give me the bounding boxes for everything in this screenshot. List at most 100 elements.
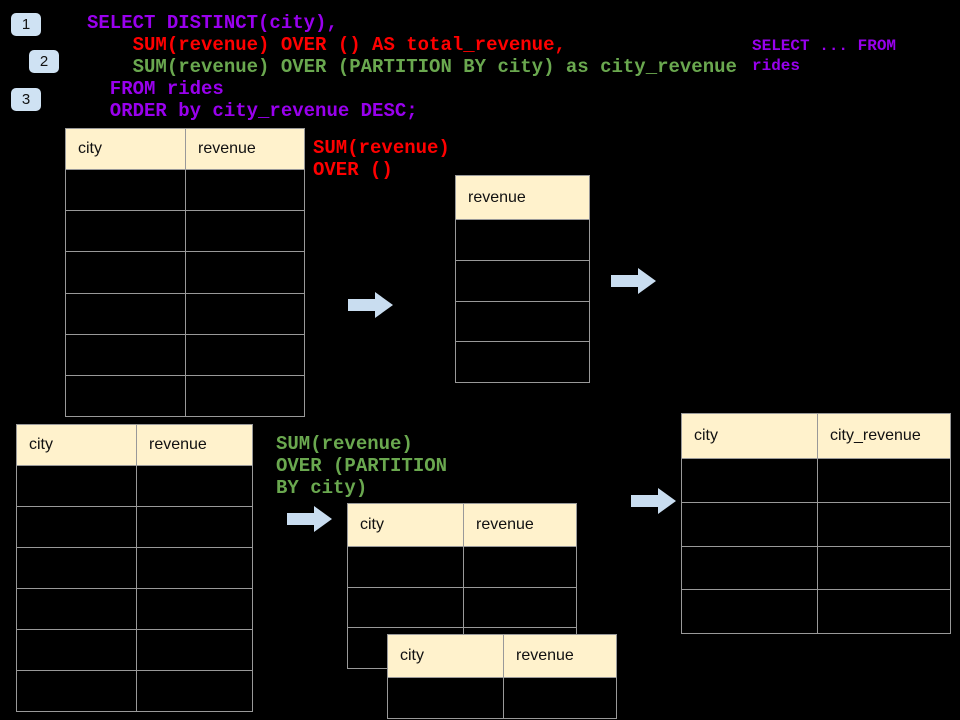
table-body	[456, 220, 589, 382]
table-header-row: city city_revenue	[682, 414, 950, 459]
table-body	[682, 459, 950, 633]
table-cell	[456, 220, 589, 260]
table-source-rides-top: city revenue	[65, 128, 305, 417]
code-line: BY city)	[276, 477, 368, 499]
arrow-right-icon	[631, 488, 676, 514]
column-header: revenue	[468, 188, 526, 206]
table-row	[66, 210, 304, 252]
code-line: OVER ()	[313, 159, 393, 181]
code-line: SUM(revenue) OVER (PARTITION BY city) as…	[87, 56, 737, 78]
table-cell	[186, 252, 304, 292]
code-line: SELECT DISTINCT(city),	[87, 12, 338, 34]
table-cell	[456, 261, 589, 301]
table-total-revenue-result: revenue	[455, 175, 590, 383]
table-cell	[682, 590, 818, 633]
table-row	[682, 589, 950, 633]
table-row	[66, 170, 304, 211]
code-line: ORDER by city_revenue DESC;	[87, 100, 418, 122]
table-row	[682, 459, 950, 502]
table-header-row: revenue	[456, 176, 589, 220]
table-cell	[464, 547, 576, 587]
table-cell	[456, 302, 589, 342]
table-cell	[186, 335, 304, 375]
sql-query-code: SELECT DISTINCT(city), SUM(revenue) OVER…	[87, 12, 737, 122]
column-header: city	[388, 635, 504, 677]
table-row	[456, 220, 589, 260]
code-line: SUM(revenue)	[313, 137, 450, 159]
table-cell	[682, 502, 818, 546]
table-cell	[137, 589, 252, 629]
column-header: city	[66, 129, 186, 169]
table-cell	[504, 678, 616, 718]
code-line: SUM(revenue)	[276, 433, 413, 455]
table-cell	[66, 293, 186, 334]
table-partition-step: city revenue	[347, 503, 577, 669]
code-line: SELECT ... FROM	[752, 37, 897, 55]
table-cell	[186, 376, 304, 416]
table-row	[17, 466, 252, 506]
table-body	[17, 466, 252, 711]
table-cell	[137, 466, 252, 506]
arrow-right-icon	[348, 292, 393, 318]
table-row	[17, 547, 252, 588]
step-badge-3: 3	[11, 88, 41, 111]
code-line: SUM(revenue) OVER () AS total_revenue,	[87, 34, 566, 56]
table-cell	[388, 678, 504, 718]
table-body	[388, 678, 616, 718]
arrow-right-icon	[287, 506, 332, 532]
table-cell	[17, 630, 137, 670]
table-cell	[464, 588, 576, 628]
arrow-right-icon	[611, 268, 656, 294]
step-badge-1: 1	[11, 13, 41, 36]
code-line: OVER (PARTITION	[276, 455, 448, 477]
table-cell	[456, 342, 589, 382]
table-row	[66, 292, 304, 334]
table-cell	[137, 507, 252, 547]
table-row	[348, 547, 576, 587]
table-cell	[17, 507, 137, 547]
table-cell	[17, 589, 137, 629]
column-header: revenue	[476, 516, 534, 533]
table-cell	[818, 503, 950, 546]
table-cell	[66, 252, 186, 293]
table-row	[388, 678, 616, 718]
table-cell	[66, 170, 186, 211]
table-row	[17, 629, 252, 670]
table-row	[17, 588, 252, 629]
column-header: revenue	[516, 647, 574, 664]
table-cell	[186, 211, 304, 251]
table-row	[17, 506, 252, 547]
table-cell	[682, 459, 818, 502]
table-row	[456, 341, 589, 382]
column-header: city_revenue	[830, 427, 921, 444]
table-header-row: city revenue	[388, 635, 616, 678]
table-row	[348, 586, 576, 628]
column-header: city	[682, 414, 818, 458]
code-line: rides	[752, 57, 801, 75]
code-line: FROM rides	[87, 78, 224, 100]
table-row	[17, 670, 252, 711]
table-cell	[682, 546, 818, 590]
table-row	[682, 501, 950, 546]
table-cell	[137, 630, 252, 670]
table-cell	[348, 587, 464, 628]
table-cell	[818, 547, 950, 590]
table-cell	[17, 548, 137, 588]
column-header: city	[348, 504, 464, 546]
step-badge-2: 2	[29, 50, 59, 73]
table-cell	[137, 548, 252, 588]
table-cell	[348, 547, 464, 587]
column-header: revenue	[198, 140, 256, 157]
table-partition-step-overlay: city revenue	[387, 634, 617, 719]
table-cell	[137, 671, 252, 711]
table-cell	[186, 294, 304, 334]
table-body	[66, 170, 304, 417]
table-row	[682, 545, 950, 590]
table-cell	[66, 375, 186, 417]
table-row	[66, 374, 304, 417]
table-cell	[66, 334, 186, 375]
column-header: revenue	[149, 436, 207, 453]
